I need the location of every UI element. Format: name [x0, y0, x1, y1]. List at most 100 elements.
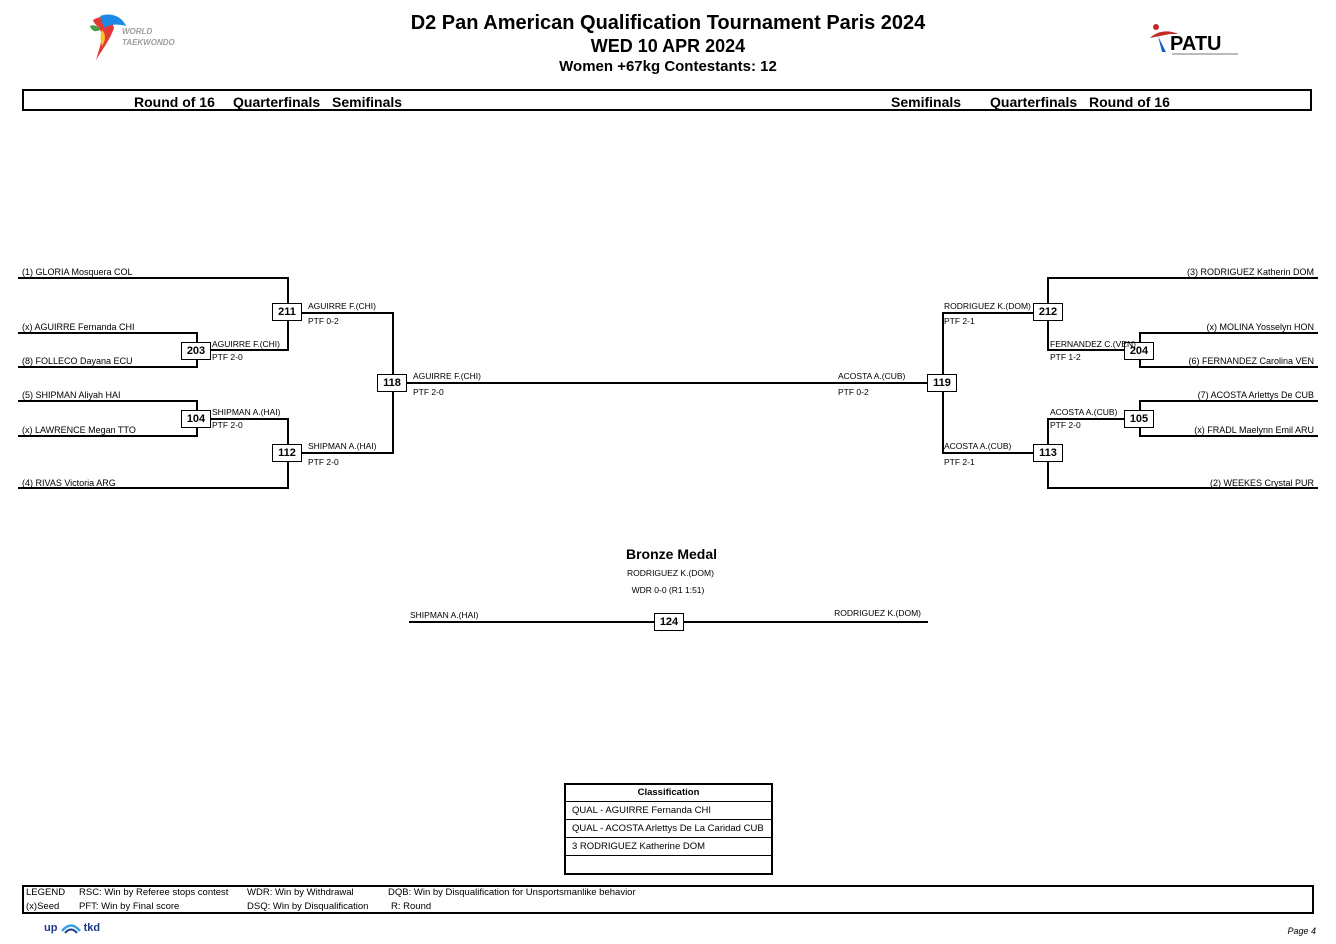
competitor-name: (1) GLORIA Mosquera COL: [22, 267, 133, 277]
round-label-left-r16: Round of 16: [134, 94, 215, 110]
match-winner: AGUIRRE F.(CHI): [308, 301, 376, 311]
bracket-line: [287, 452, 394, 454]
match-score: PTF 2-1: [944, 457, 975, 467]
match-box-113: 113: [1033, 444, 1063, 462]
competitor-name: (3) RODRIGUEZ Katherin DOM: [1186, 267, 1314, 277]
bracket-line: [196, 349, 289, 351]
competitor-name: (2) WEEKES Crystal PUR: [1209, 478, 1314, 488]
svg-text:WORLD: WORLD: [122, 27, 152, 36]
bracket-line: [1047, 349, 1140, 351]
bronze-left: SHIPMAN A.(HAI): [410, 610, 479, 620]
match-box-203: 203: [181, 342, 211, 360]
competitor-name: (7) ACOSTA Arlettys De CUB: [1197, 390, 1314, 400]
match-score: PTF 0-2: [838, 387, 869, 397]
match-winner: AGUIRRE F.(CHI): [413, 371, 481, 381]
round-label-right-sf: Semifinals: [891, 94, 962, 110]
classification-row: 3 RODRIGUEZ Katherine DOM: [566, 837, 771, 855]
bracket-line: [18, 487, 289, 489]
match-winner: FERNANDEZ C.(VEN): [1050, 339, 1136, 349]
match-winner: SHIPMAN A.(HAI): [308, 441, 377, 451]
competitor-name: (8) FOLLECO Dayana ECU: [22, 356, 133, 366]
bracket-line: [18, 277, 289, 279]
bracket-line: [1139, 366, 1318, 368]
bronze-right: RODRIGUEZ K.(DOM): [834, 608, 921, 618]
match-score: PTF 2-0: [413, 387, 444, 397]
final-line: [392, 382, 943, 384]
classification-header: Classification: [637, 787, 700, 798]
bracket-line: [18, 366, 197, 368]
legend-item: (x)Seed: [26, 901, 60, 912]
page-number: Page 4: [1287, 926, 1316, 936]
bracket-line: [942, 312, 1049, 314]
legend-item: R: Round: [391, 901, 432, 912]
bronze-title: Bronze Medal: [625, 546, 717, 562]
match-winner: RODRIGUEZ K.(DOM): [944, 301, 1031, 311]
bracket-line: [942, 452, 1049, 454]
round-label-right-r16: Round of 16: [1089, 94, 1170, 110]
match-box-119: 119: [927, 374, 957, 392]
bracket-line: [1047, 487, 1318, 489]
bracket-line: [1047, 277, 1318, 279]
bracket-line: [18, 400, 197, 402]
bracket-line: [1139, 400, 1318, 402]
match-score: PTF 2-0: [212, 352, 243, 362]
match-score: PTF 2-0: [308, 457, 339, 467]
match-score: PTF 1-2: [1050, 352, 1081, 362]
legend-item: DQB: Win by Disqualification for Unsport…: [388, 887, 636, 898]
legend-box: [22, 885, 1314, 914]
legend-title: LEGEND: [26, 887, 66, 898]
competitor-name: (x) MOLINA Yosselyn HON: [1206, 322, 1314, 332]
competitor-name: (4) RIVAS Victoria ARG: [22, 478, 116, 488]
bracket-line: [1139, 332, 1318, 334]
match-score: PTF 2-0: [212, 420, 243, 430]
event-title: D2 Pan American Qualification Tournament…: [410, 12, 926, 34]
match-box-118: 118: [377, 374, 407, 392]
match-winner: ACOSTA A.(CUB): [944, 441, 1012, 451]
match-winner: ACOSTA A.(CUB): [1050, 407, 1118, 417]
uptkd-right: tkd: [83, 922, 101, 934]
bracket-line: [18, 332, 197, 334]
bracket-line: [1047, 418, 1140, 420]
legend-item: WDR: Win by Withdrawal: [247, 887, 354, 898]
classification-row: [566, 855, 771, 873]
bronze-winner: RODRIGUEZ K.(DOM): [627, 568, 714, 578]
match-winner: AGUIRRE F.(CHI): [212, 339, 280, 349]
match-winner: ACOSTA A.(CUB): [838, 371, 906, 381]
classification-table: Classification QUAL - AGUIRRE Fernanda C…: [564, 783, 773, 875]
match-box-211: 211: [272, 303, 302, 321]
bracket-line: [18, 435, 197, 437]
match-score: PTF 2-1: [944, 316, 975, 326]
match-score: PTF 0-2: [308, 316, 339, 326]
round-label-left-qf: Quarterfinals: [233, 94, 321, 110]
competitor-name: (x) AGUIRRE Fernanda CHI: [22, 322, 135, 332]
bracket-line: [196, 418, 289, 420]
uptkd-logo: up tkd: [44, 922, 100, 934]
bracket-line: [1139, 435, 1318, 437]
round-label-left-sf: Semifinals: [332, 94, 403, 110]
bronze-score: WDR 0-0 (R1 1:51): [631, 585, 705, 595]
match-box-105: 105: [1124, 410, 1154, 428]
match-box-124: 124: [654, 613, 684, 631]
uptkd-left: up: [44, 922, 58, 934]
patu-logo: PATU: [1150, 24, 1238, 55]
match-box-204: 204: [1124, 342, 1154, 360]
category-label: Women +67kg Contestants: 12: [559, 58, 777, 75]
match-winner: SHIPMAN A.(HAI): [212, 407, 281, 417]
legend-item: RSC: Win by Referee stops contest: [79, 887, 229, 898]
wave-icon: [60, 924, 81, 934]
match-box-112: 112: [272, 444, 302, 462]
match-box-104: 104: [181, 410, 211, 428]
competitor-name: (x) LAWRENCE Megan TTO: [22, 425, 136, 435]
match-score: PTF 2-0: [1050, 420, 1081, 430]
round-header-bar: [22, 89, 1312, 111]
event-date: WED 10 APR 2024: [590, 36, 746, 56]
legend-item: DSQ: Win by Disqualification: [247, 901, 369, 912]
match-box-212: 212: [1033, 303, 1063, 321]
legend-item: PFT: Win by Final score: [79, 901, 180, 912]
competitor-name: (6) FERNANDEZ Carolina VEN: [1188, 356, 1314, 366]
svg-text:TAEKWONDO: TAEKWONDO: [122, 38, 176, 47]
competitor-name: (x) FRADL Maelynn Emil ARU: [1194, 425, 1314, 435]
classification-row: QUAL - AGUIRRE Fernanda CHI: [566, 801, 771, 819]
bracket-line: [287, 312, 394, 314]
classification-row: QUAL - ACOSTA Arlettys De La Caridad CUB: [566, 819, 771, 837]
